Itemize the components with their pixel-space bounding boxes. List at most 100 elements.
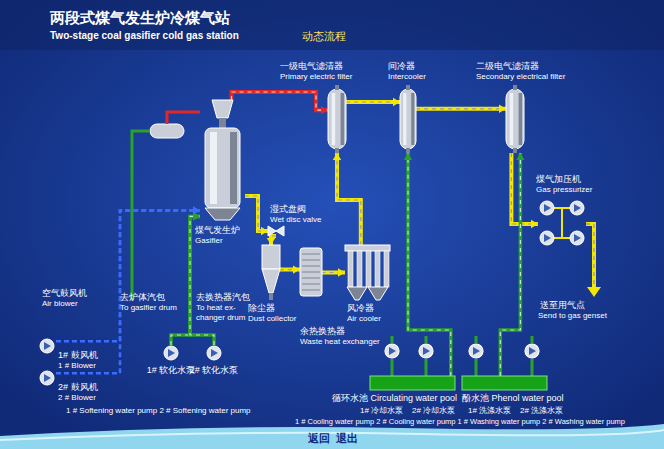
pipe-line (190, 216, 214, 345)
note-label: 去换热器汽包 (196, 292, 250, 303)
intercooler-shape (400, 85, 416, 153)
node-label: 一级电气滤清器 (280, 61, 352, 72)
water-pool: 循环水池 Circulating water pool (370, 376, 455, 390)
pipe-line (500, 153, 520, 376)
pipe-line (337, 153, 361, 245)
intercooler: 间冷器Intercooler (400, 85, 416, 153)
arrowhead (261, 227, 268, 235)
flow-pipe (511, 153, 538, 228)
flow-pipe (280, 265, 300, 273)
note-label: To gasifier drum (120, 303, 177, 313)
gas-pressurizer-shape (538, 200, 586, 248)
arrowhead (333, 153, 341, 160)
heat-exchanger: 余热换热器Waste heat exchanger (300, 248, 322, 296)
wet-disc-valve: 湿式盘阀Wet disc valve (268, 226, 284, 236)
node-label: 余热换热器 (300, 326, 380, 337)
flow-pipe (322, 268, 345, 276)
label-group: 1# 软化水泵 (147, 365, 196, 376)
flow-pipe (346, 98, 400, 106)
node-label: Gasifier (195, 236, 240, 246)
node-label: 二级电气滤清器 (476, 61, 565, 72)
note-label: Air blower (42, 299, 78, 309)
arrowhead (338, 268, 345, 276)
note-label: 动态流程 (302, 30, 346, 44)
node-label: 1# 鼓风机 (58, 350, 98, 361)
arrowhead (516, 153, 524, 160)
label-group: 风冷器Air cooler (347, 303, 381, 324)
flow-dash (416, 108, 506, 109)
label-group: 间冷器Intercooler (388, 61, 426, 82)
node-label: Secondary electrical filter (476, 72, 565, 82)
flow-pipe (56, 206, 200, 341)
arrowhead (193, 212, 200, 220)
node-label: Primary electric filter (280, 72, 352, 82)
pipe-line (346, 100, 400, 104)
node-label: Air cooler (347, 314, 381, 324)
water-pool-shape (370, 376, 455, 390)
note-label: 1# 冷却水泵 (360, 406, 403, 416)
node-label: 2 # Blower (58, 393, 98, 403)
label-group: 1# 鼓风机1 # Blower (58, 350, 98, 371)
dust-collector-shape (262, 245, 280, 300)
gas-pressurizer: 煤气加压机Gas pressurizer (538, 200, 586, 248)
softening-pump-shape (205, 345, 223, 361)
air-cooler-shape (345, 245, 390, 300)
node-label: Waste heat exchanger (300, 337, 380, 347)
flow-pipe (416, 105, 506, 113)
arrowhead (404, 153, 412, 160)
node-label: 风冷器 (347, 303, 381, 314)
title: 两段式煤气发生炉冷煤气站 (50, 9, 230, 28)
flow-dash (408, 153, 451, 376)
label-group: 酚水池 Phenol water pool (462, 393, 564, 404)
nav-button: 退出 (336, 432, 358, 446)
flow-pipe (245, 196, 268, 235)
label-group: 2# 软化水泵 (190, 365, 239, 376)
blower: 2# 鼓风机2 # Blower (38, 370, 56, 386)
node-label: 湿式盘阀 (270, 204, 321, 215)
node-label: 煤气加压机 (536, 174, 592, 185)
flow-dash (500, 153, 520, 376)
node-label: Wet disc valve (270, 215, 321, 225)
flow-dash (337, 153, 361, 245)
note-label: 去炉体汽包 (120, 292, 165, 303)
node-label: Intercooler (388, 72, 426, 82)
flow-pipe (267, 236, 276, 245)
arrowhead (293, 265, 300, 273)
note-label: 空气鼓风机 (42, 288, 87, 299)
flow-pipe (333, 153, 361, 245)
flow-dash (511, 153, 538, 224)
arrowhead (499, 105, 506, 113)
label-group: 湿式盘阀Wet disc valve (270, 204, 321, 225)
blower-shape (38, 338, 56, 354)
node-label: 酚水池 Phenol water pool (462, 393, 564, 404)
label-group: 一级电气滤清器Primary electric filter (280, 61, 352, 82)
arrowhead (193, 212, 200, 220)
label-group: 煤气发生炉Gasifier (195, 225, 240, 246)
arrowhead (393, 98, 400, 106)
pipe-line (245, 196, 268, 231)
pipe-line (171, 216, 200, 345)
node-label: 1 # Blower (58, 361, 98, 371)
gasifier-shape (200, 100, 245, 220)
node-label: Dust collector (248, 314, 296, 324)
softening-pump-shape (162, 345, 180, 361)
softening-pump: 2# 软化水泵 (205, 345, 223, 361)
nav-button: 返回 (308, 432, 330, 446)
pipe-line (416, 107, 506, 111)
node-label: 除尘器 (248, 303, 296, 314)
label-group: 二级电气滤清器Secondary electrical filter (476, 61, 565, 82)
blower-shape (38, 370, 56, 386)
arrowhead (531, 220, 538, 228)
note-label: Send to gas genset (538, 311, 607, 321)
electric-filter: 一级电气滤清器Primary electric filter (328, 85, 346, 153)
flow-dash (232, 92, 329, 110)
flow-dash (190, 216, 214, 345)
flow-pipe (232, 92, 329, 114)
subtitle: Two-stage coal gasifier cold gas station (50, 30, 239, 43)
label-group: 余热换热器Waste heat exchanger (300, 326, 380, 347)
wet-disc-valve-shape (268, 226, 284, 236)
electric-filter: 二级电气滤清器Secondary electrical filter (506, 85, 524, 153)
pipe-line (408, 153, 451, 376)
node-label: 间冷器 (388, 61, 426, 72)
flow-dash (346, 101, 400, 102)
